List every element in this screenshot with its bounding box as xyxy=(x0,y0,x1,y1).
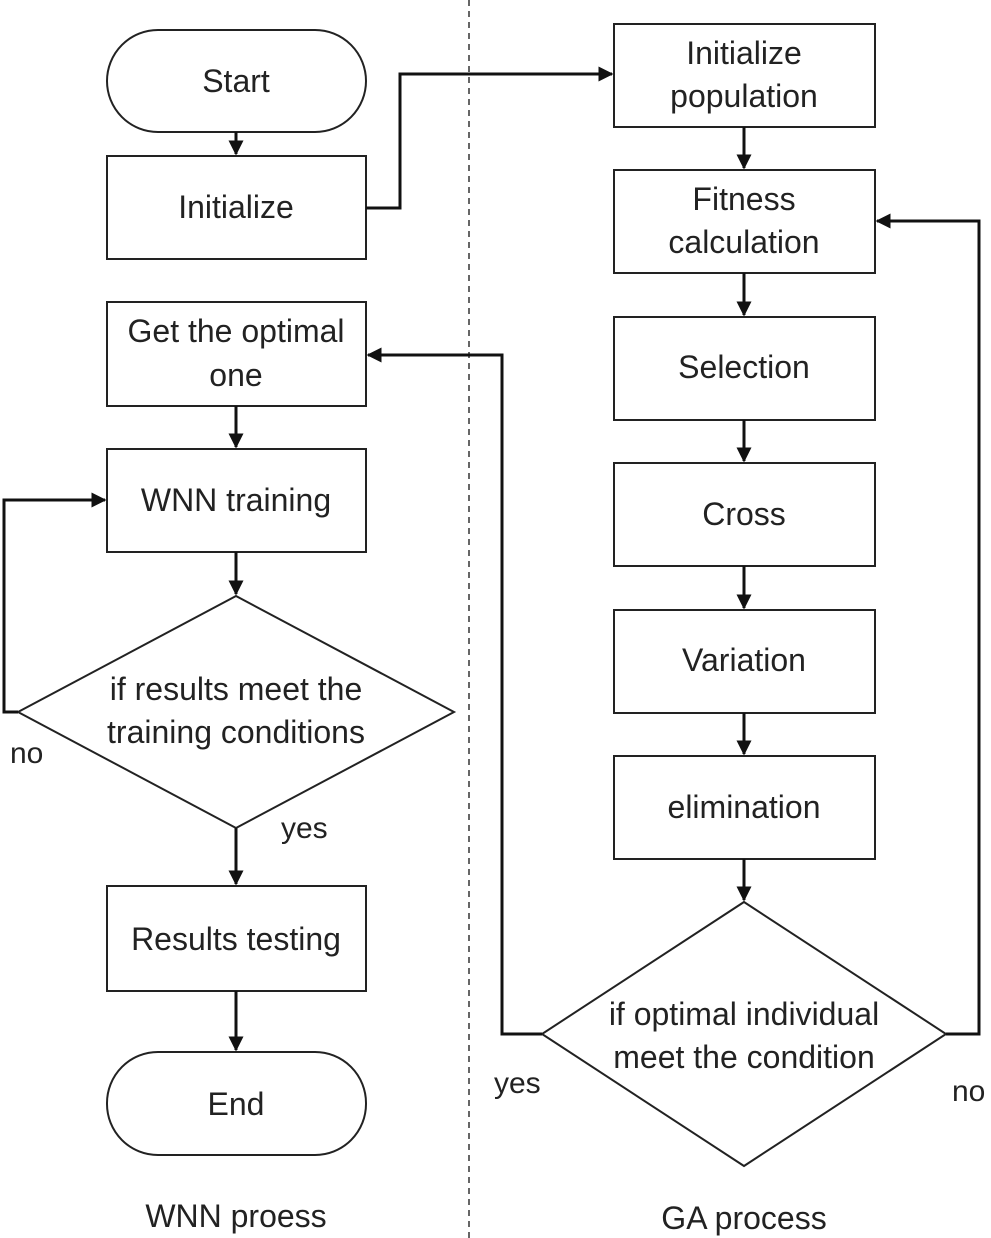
wnn-training-label: WNN training xyxy=(141,482,331,518)
results-testing-label: Results testing xyxy=(131,921,341,957)
initialize-node: Initialize xyxy=(106,155,367,260)
arrow-decision-no-to-fitness xyxy=(875,213,981,1036)
training-decision-node: if results meet the training conditions xyxy=(15,594,457,830)
elimination-label: elimination xyxy=(668,789,821,825)
init-population-node: Initialize population xyxy=(613,23,876,128)
optimal-decision-no-label: no xyxy=(952,1075,985,1108)
cross-label: Cross xyxy=(702,496,786,532)
initialize-label: Initialize xyxy=(178,189,294,225)
init-population-label-line2: population xyxy=(670,78,818,114)
fitness-label-line2: calculation xyxy=(668,224,819,260)
fitness-node: Fitness calculation xyxy=(613,169,876,274)
elimination-node: elimination xyxy=(613,755,876,860)
end-label: End xyxy=(208,1086,265,1122)
training-decision-no-label: no xyxy=(10,737,43,770)
get-optimal-node: Get the optimal one xyxy=(106,301,367,407)
get-optimal-label-line2: one xyxy=(209,357,262,393)
arrow-initialize-to-population xyxy=(366,66,614,210)
arrow-decision-yes-to-optimal xyxy=(366,347,542,1036)
selection-node: Selection xyxy=(613,316,876,421)
wnn-process-caption: WNN proess xyxy=(145,1198,326,1234)
optimal-decision-label-line1: if optimal individual xyxy=(609,996,879,1032)
optimal-decision-node: if optimal individual meet the condition xyxy=(540,900,948,1168)
variation-label: Variation xyxy=(682,642,806,678)
results-testing-node: Results testing xyxy=(106,885,367,992)
training-decision-label-line2: training conditions xyxy=(107,714,365,750)
cross-node: Cross xyxy=(613,462,876,567)
ga-process-caption: GA process xyxy=(661,1200,826,1236)
start-node: Start xyxy=(106,29,367,133)
training-decision-label-line1: if results meet the xyxy=(110,671,363,707)
optimal-decision-label-line2: meet the condition xyxy=(613,1039,875,1075)
optimal-decision-yes-label: yes xyxy=(494,1067,541,1100)
selection-label: Selection xyxy=(678,349,810,385)
init-population-label-line1: Initialize xyxy=(686,35,802,71)
wnn-training-node: WNN training xyxy=(106,448,367,553)
end-node: End xyxy=(106,1051,367,1156)
training-decision-yes-label: yes xyxy=(281,812,328,845)
arrow-decision-no-loop xyxy=(2,492,107,714)
fitness-label-line1: Fitness xyxy=(692,181,795,217)
start-label: Start xyxy=(202,63,270,99)
get-optimal-label-line1: Get the optimal xyxy=(128,313,345,349)
variation-node: Variation xyxy=(613,609,876,714)
